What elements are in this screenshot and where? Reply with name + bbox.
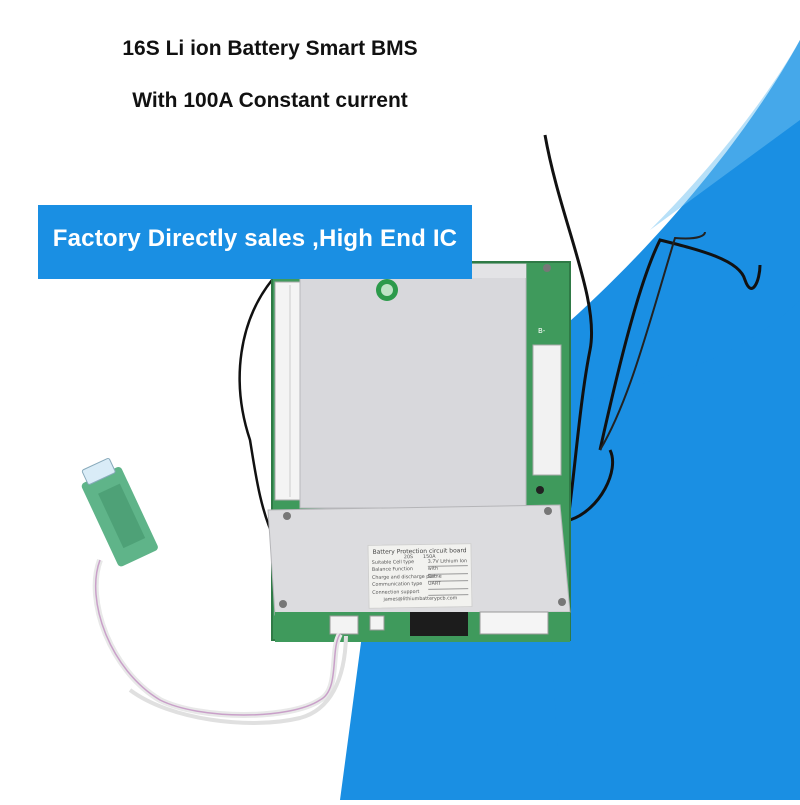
promo-banner: Factory Directly sales ,High End IC (38, 205, 472, 279)
upper-cover-plate (299, 263, 527, 509)
connector-black (410, 612, 468, 636)
right-heatsink (532, 344, 562, 476)
black-wire-left (238, 279, 277, 541)
connector-white-small (329, 615, 359, 635)
board-marking: B- (538, 327, 546, 335)
black-wire-2 (598, 238, 762, 451)
black-wire-3 (599, 231, 706, 451)
connector-white-2 (369, 615, 385, 631)
blue-swoosh-highlight (650, 40, 800, 230)
headline-line-2: With 100A Constant current (132, 89, 408, 112)
label-heading: Battery Protection circuit board (372, 547, 467, 556)
black-wire-1 (543, 134, 594, 521)
product-spec-label: Battery Protection circuit board 20S 150… (367, 543, 473, 609)
promo-banner-text: Factory Directly sales ,High End IC (52, 225, 458, 252)
screw-bottom-left (279, 600, 287, 608)
connector-white-large (479, 611, 549, 635)
headline-line-1: 16S Li ion Battery Smart BMS (122, 37, 418, 60)
label-value (428, 588, 469, 596)
screw-top-right (543, 264, 551, 272)
black-wire-4 (569, 449, 615, 522)
screw-mid-left (283, 512, 291, 520)
screw-mid-right (544, 507, 552, 515)
label-key: Connection support (372, 589, 420, 596)
screw-bottom-right (558, 598, 566, 606)
bluetooth-dongle (81, 457, 158, 567)
